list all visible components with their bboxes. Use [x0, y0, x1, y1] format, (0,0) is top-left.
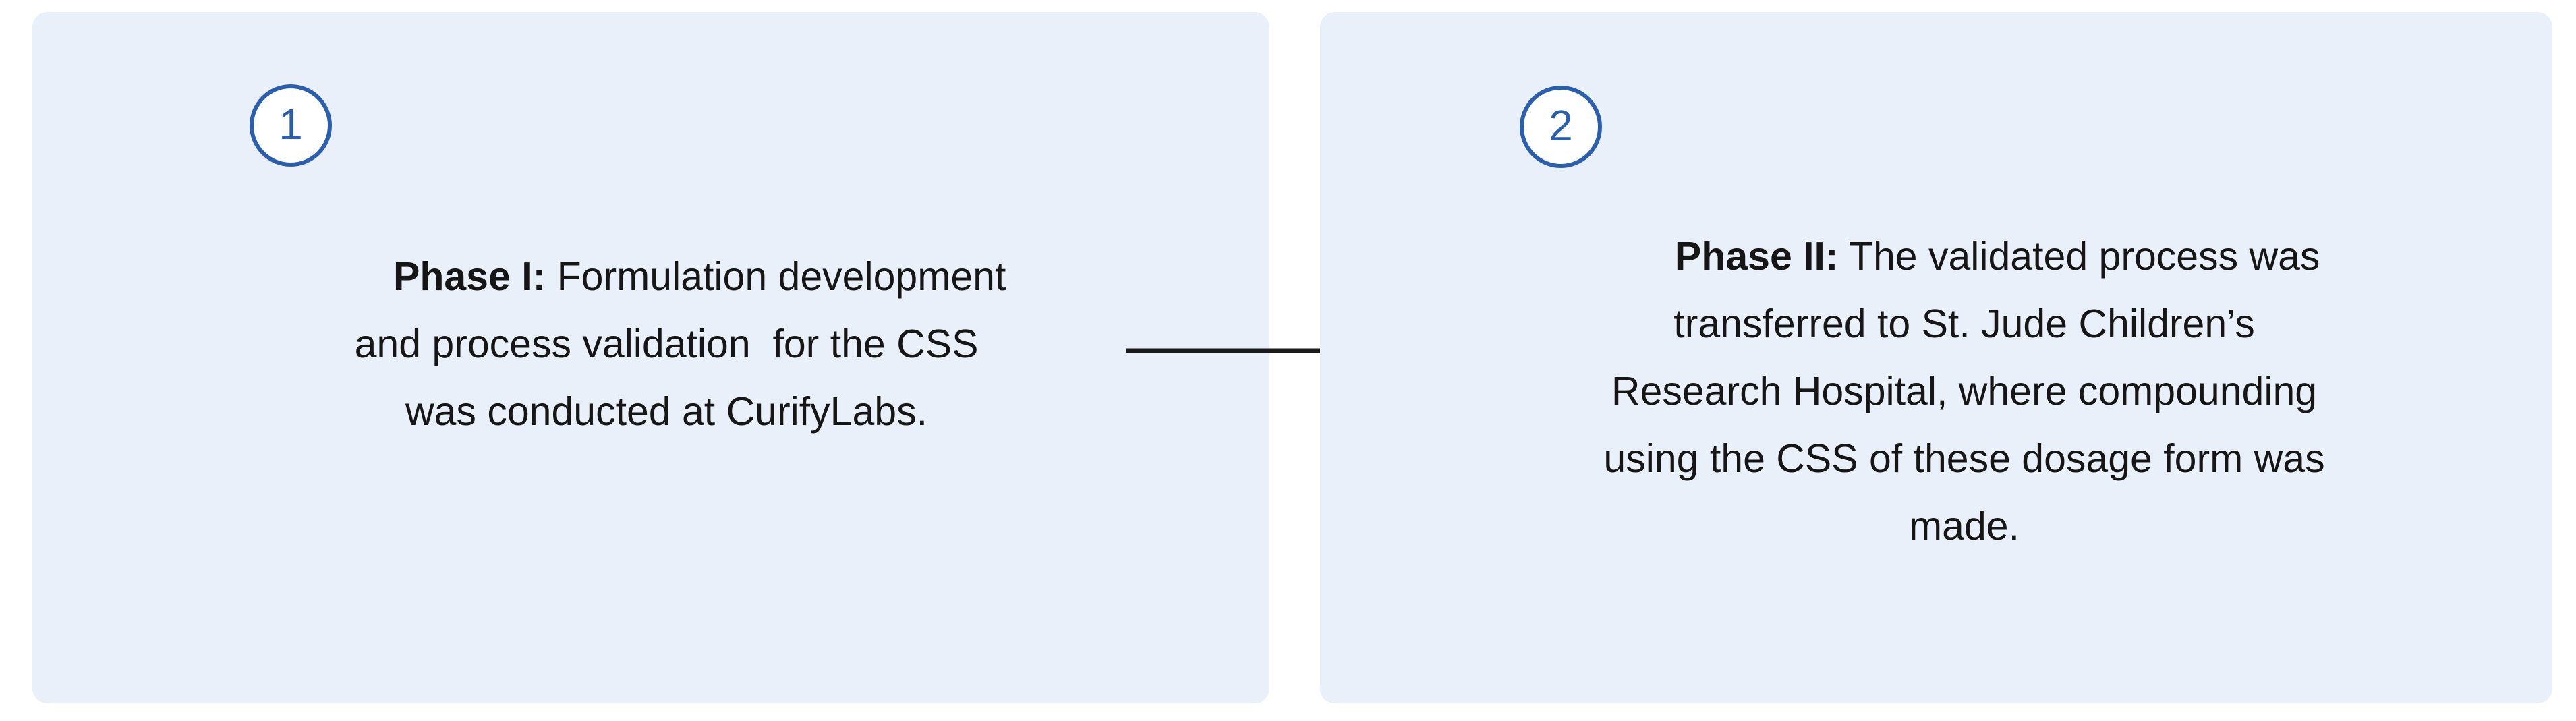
step-number-circle-icon-2: 2	[1520, 86, 1602, 168]
step-body-text-1: Formulation development and process vali…	[354, 254, 1017, 434]
step-lead-label-2: Phase II:	[1674, 234, 1839, 279]
step-card-1: 1 Phase I: Formulation development and p…	[32, 12, 1269, 703]
step-number-circle-icon-1: 1	[250, 84, 332, 167]
step-body-text-2: The validated process was transferred to…	[1603, 234, 2336, 548]
step-description-1: Phase I: Formulation development and pro…	[322, 175, 1010, 513]
step-lead-label-1: Phase I:	[393, 254, 546, 299]
step-number-label-2: 2	[1549, 101, 1573, 150]
step-card-2: 2 Phase II: The validated process was tr…	[1320, 12, 2552, 703]
step-description-2: Phase II: The validated process was tran…	[1590, 155, 2339, 627]
step-number-label-1: 1	[279, 100, 303, 148]
